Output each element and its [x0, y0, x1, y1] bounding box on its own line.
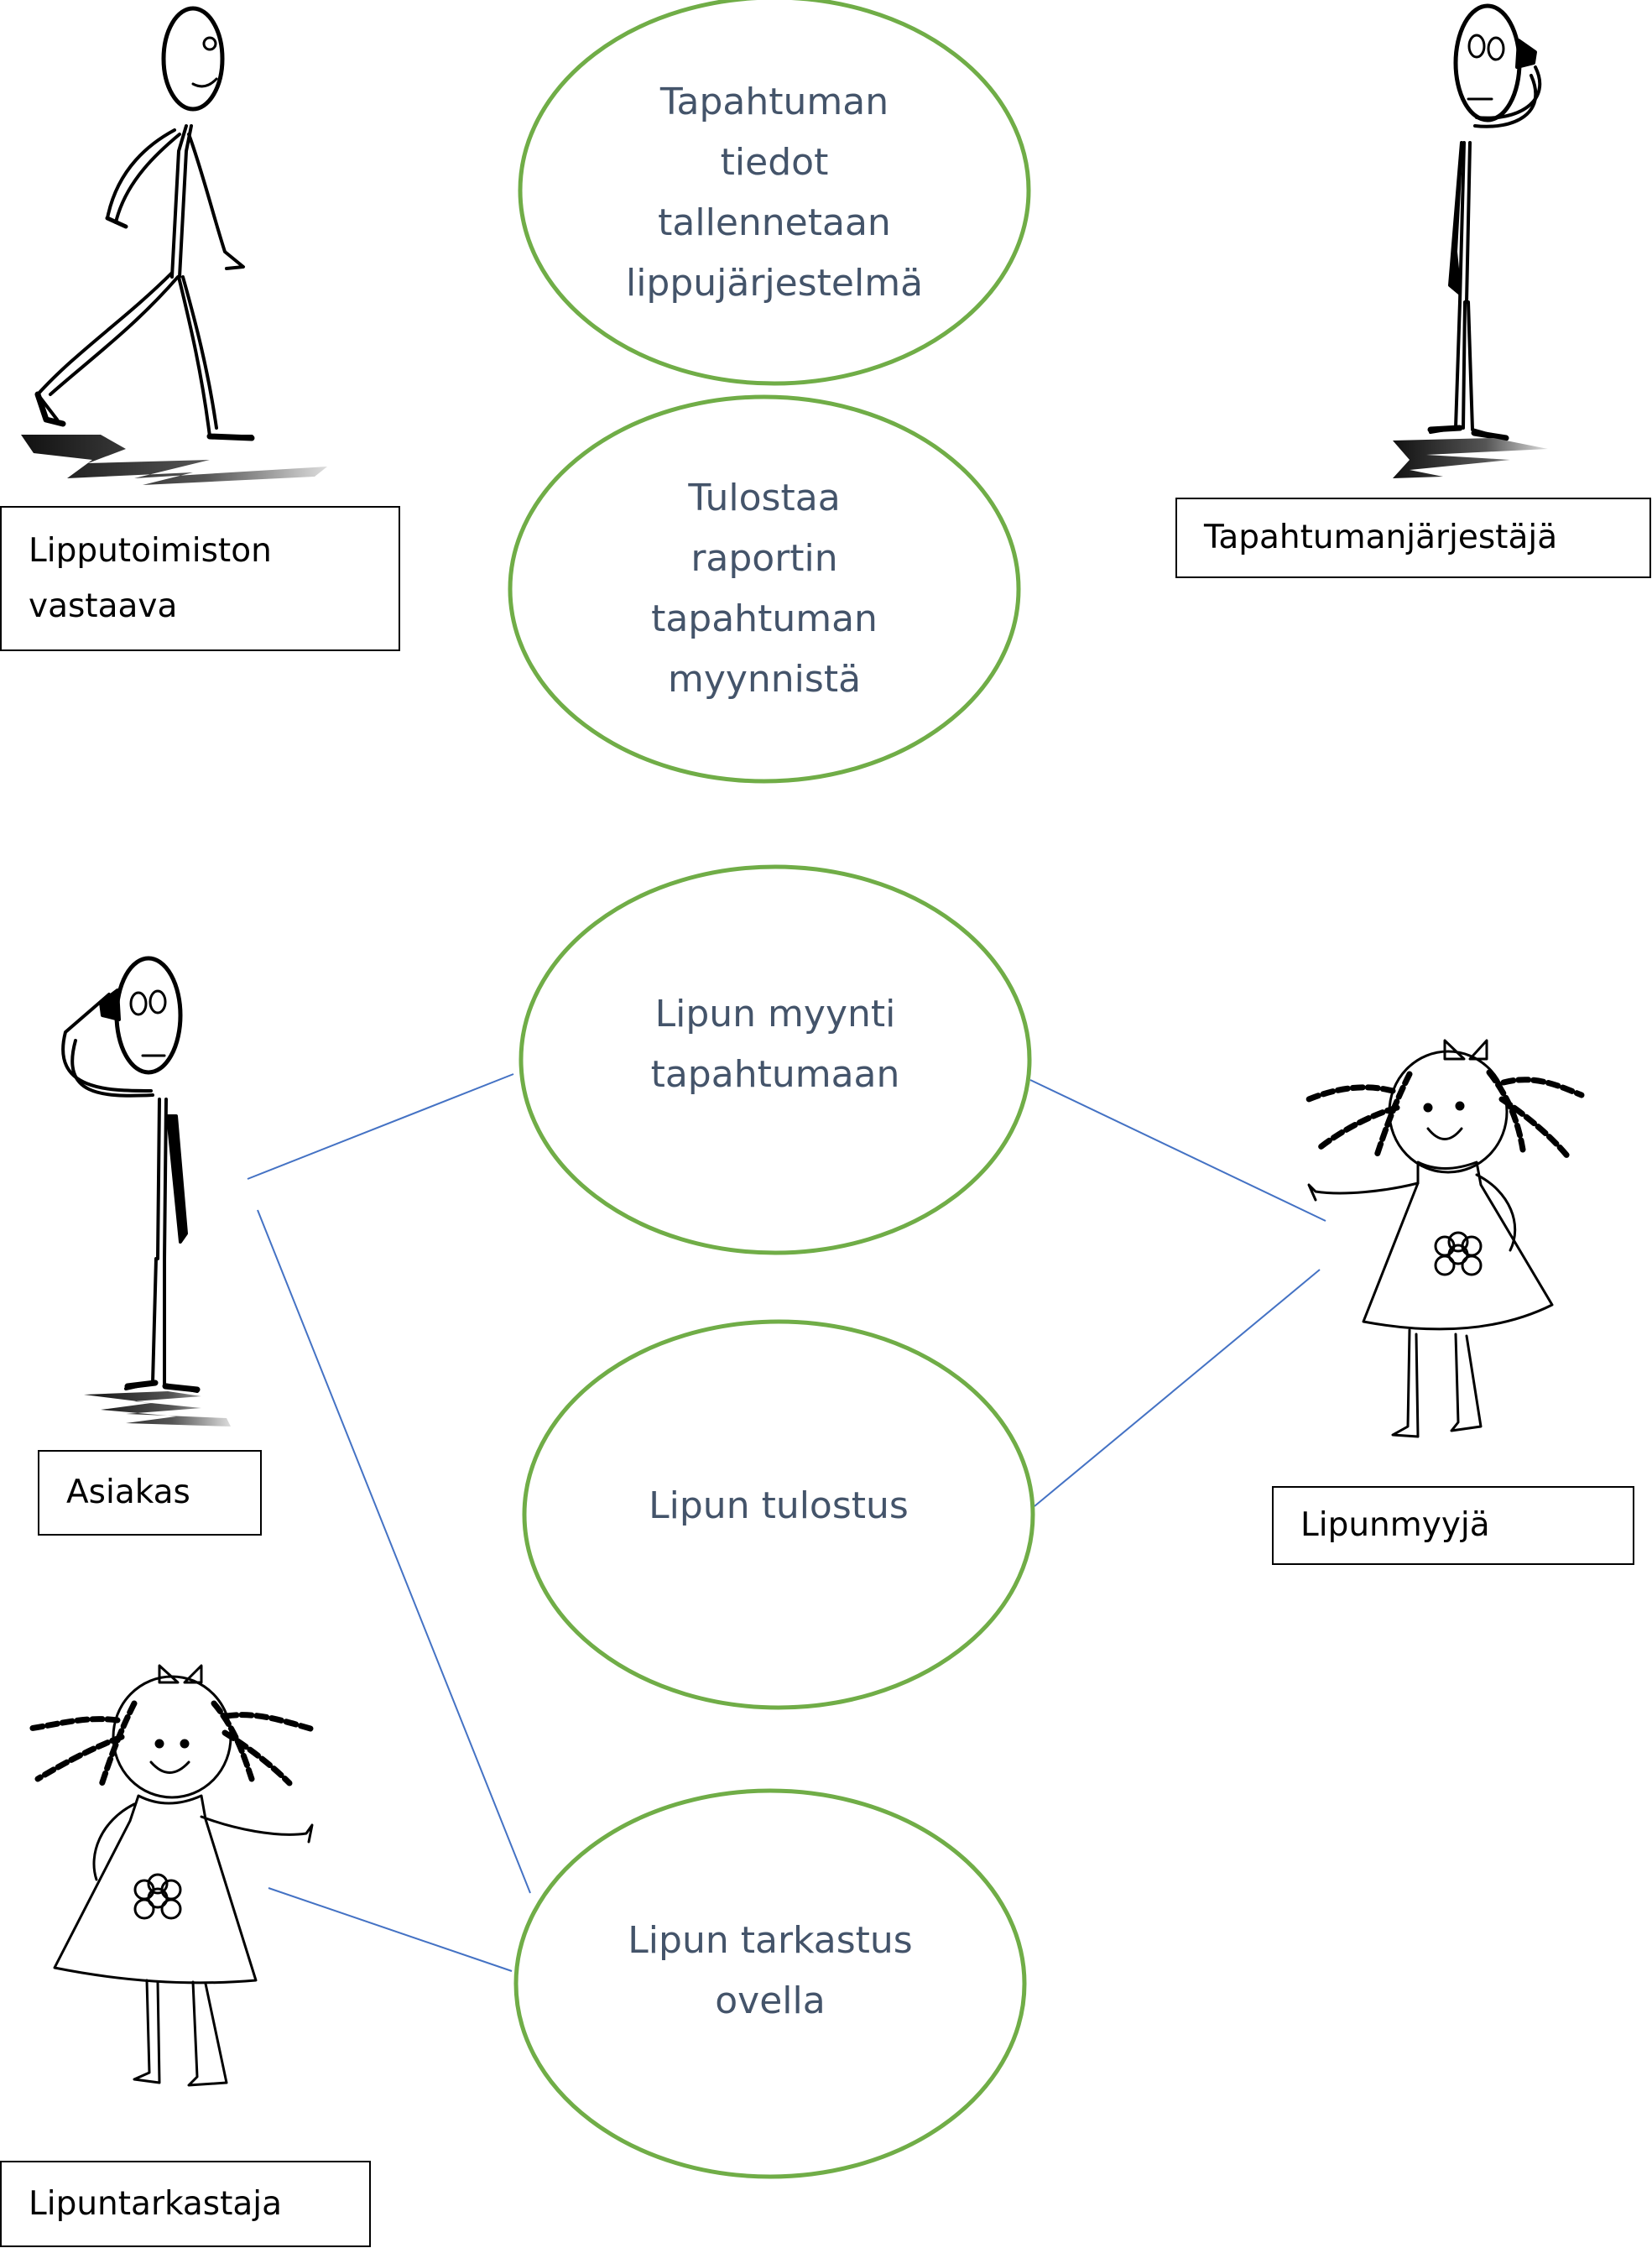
use-case-print-sales-report: Tulostaa raportin tapahtuman myynnistä: [560, 467, 968, 711]
use-case-line: Lipun myynti: [654, 993, 896, 1035]
use-case-line: tapahtumaan: [650, 1053, 900, 1096]
use-case-line: tapahtuman: [651, 597, 878, 640]
use-case-line: ovella: [715, 1979, 826, 2022]
actor-label-line: Lipputoimiston: [29, 531, 272, 570]
girl-figure-inspector: [26, 1664, 314, 2087]
customer-figure-shadow: [84, 1391, 231, 1427]
association-seller-ticket-printing: [1034, 1269, 1321, 1507]
walking-figure-shadow: [21, 435, 327, 485]
association-inspector-ticket-check: [268, 1887, 513, 1972]
use-case-line: raportin: [691, 537, 838, 580]
use-case-line: Tapahtuman: [659, 81, 889, 123]
actor-label-line: vastaava: [29, 587, 178, 625]
use-case-ticket-printing: Lipun tulostus: [575, 1473, 982, 1540]
actor-label-line: Lipunmyyjä: [1300, 1506, 1490, 1544]
actor-label-event-organizer: Tapahtumanjärjestäjä: [1175, 498, 1651, 578]
actor-label-line: Lipuntarkastaja: [29, 2184, 283, 2223]
actor-label-office-manager: Lipputoimiston vastaava: [0, 506, 400, 651]
use-case-line: Lipun tulostus: [649, 1484, 909, 1527]
use-case-line: Tulostaa: [688, 477, 841, 519]
girl-figure-seller: [1305, 1039, 1585, 1438]
actor-label-ticket-seller: Lipunmyyjä: [1272, 1486, 1634, 1565]
use-case-line: tallennetaan: [658, 201, 891, 244]
association-customer-ticket-sale: [247, 1073, 514, 1180]
association-lines: [247, 1073, 1326, 1972]
use-case-ellipse-print-sales-report: [508, 394, 1021, 784]
actor-label-line: Asiakas: [66, 1473, 190, 1511]
use-case-ticket-sale: Lipun myynti tapahtumaan: [571, 982, 979, 1108]
actor-label-ticket-inspector: Lipuntarkastaja: [0, 2161, 371, 2247]
use-case-ticket-check: Lipun tarkastus ovella: [566, 1908, 974, 2034]
association-customer-ticket-check: [257, 1209, 531, 1894]
use-case-line: Lipun tarkastus: [628, 1919, 913, 1962]
use-case-ellipses: [508, 0, 1035, 2179]
actor-label-customer: Asiakas: [38, 1450, 262, 1536]
walking-stick-figure: [34, 6, 255, 441]
association-seller-ticket-sale: [1029, 1079, 1326, 1222]
use-case-line: tiedot: [720, 141, 829, 184]
use-case-ellipse-ticket-check: [513, 1788, 1027, 2179]
organizer-figure-shadow: [1393, 438, 1548, 478]
thinking-stick-figure-customer: [61, 956, 201, 1393]
use-case-store-event-info: Tapahtuman tiedot tallennetaan lippujärj…: [571, 71, 978, 315]
actor-label-line: Tapahtumanjärjestäjä: [1204, 519, 1558, 556]
thinking-stick-figure-organizer: [1427, 3, 1542, 441]
use-case-ellipse-ticket-sale: [519, 864, 1032, 1255]
use-case-line: myynnistä: [667, 658, 862, 701]
use-case-ellipse-store-event-info: [518, 0, 1031, 386]
use-case-line: lippujärjestelmä: [625, 262, 924, 305]
use-case-ellipse-ticket-printing: [522, 1319, 1035, 1710]
